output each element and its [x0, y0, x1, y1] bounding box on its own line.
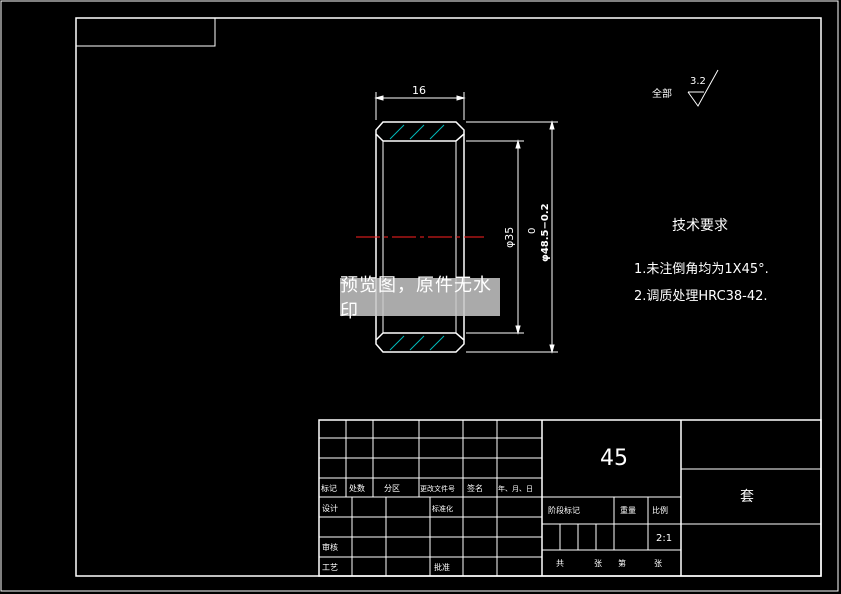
outer-tol-label: 0: [527, 228, 538, 234]
stage-mark-label: 阶段标记: [548, 505, 580, 515]
width-dimension: [374, 92, 466, 120]
part-name: 套: [740, 489, 754, 505]
roughness-value: 3.2: [690, 76, 706, 87]
header-mark: 标记: [321, 483, 337, 493]
requirement-2: 2.调质处理HRC38-42.: [634, 289, 768, 304]
scale-value: 2:1: [656, 533, 672, 544]
hatching: [389, 124, 445, 351]
outer-dia-label: φ48.5−0.2: [540, 203, 551, 262]
code-box: [75, 17, 216, 47]
role-approve: 批准: [434, 562, 450, 572]
role-review: 审核: [322, 542, 338, 552]
role-design: 设计: [322, 503, 338, 513]
inner-dia-dimension: [466, 139, 524, 335]
title-block: [318, 419, 822, 577]
inner-dia-label: φ35: [503, 227, 516, 248]
sheet-unit-2: 张: [654, 559, 662, 568]
watermark-banner: 预览图，原件无水印: [340, 275, 500, 322]
surface-label: 全部: [652, 87, 672, 100]
header-sign: 签名: [467, 483, 483, 493]
header-zone: 分区: [384, 484, 400, 493]
role-process: 工艺: [322, 563, 338, 572]
requirement-1: 1.未注倒角均为1X45°.: [634, 262, 769, 277]
roughness-symbol: [687, 69, 719, 107]
requirements-title: 技术要求: [672, 218, 728, 234]
sheet-unit-1: 张: [594, 559, 602, 568]
sheet-number: 第: [618, 558, 626, 568]
outer-dia-dimension: [466, 120, 558, 354]
header-date: 年、月、日: [498, 484, 533, 493]
scale-label: 比例: [652, 505, 668, 515]
material-label: 45: [600, 446, 628, 471]
sheet-total: 共: [556, 559, 564, 568]
header-count: 处数: [349, 483, 365, 493]
weight-label: 重量: [620, 505, 636, 515]
role-standard: 标准化: [432, 504, 453, 513]
width-label: 16: [412, 84, 426, 97]
header-change-doc: 更改文件号: [420, 484, 455, 493]
